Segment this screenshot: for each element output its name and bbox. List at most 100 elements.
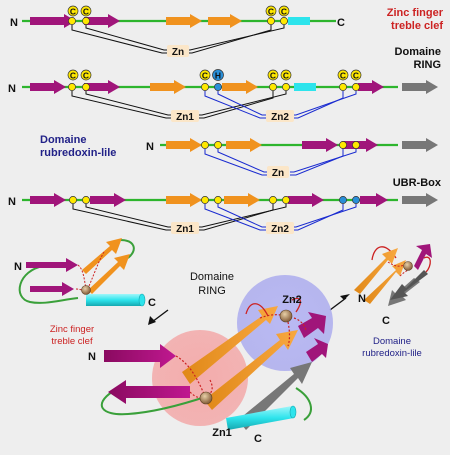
- strand-arrow: [166, 138, 202, 152]
- helix-arrow: [360, 193, 388, 207]
- strand-arrow: [150, 80, 186, 94]
- helix-arrow: [90, 193, 126, 207]
- cys-label: C: [281, 7, 287, 17]
- his-marker: [352, 196, 360, 204]
- structure-title: Domaine: [373, 336, 411, 347]
- helix-arrow: [342, 138, 378, 152]
- helix-arrow: [30, 193, 66, 207]
- helix-arrow: [84, 14, 120, 28]
- structure-title: Domaine: [190, 271, 234, 283]
- cys-label: C: [70, 71, 76, 81]
- ligand-bond: [293, 317, 307, 331]
- strand-arrow: [208, 14, 242, 28]
- ligand-bond: [189, 391, 205, 399]
- row-title: Zinc finger: [387, 7, 444, 19]
- strand-arrow: [204, 330, 298, 410]
- c-terminus-label: C: [382, 315, 390, 327]
- zn-site-label: Zn: [172, 47, 184, 58]
- helix-arrow: [302, 138, 338, 152]
- strand-arrow: [354, 248, 398, 294]
- cys-ligand-group: C C C H C C C C: [67, 69, 362, 91]
- helix-arrow: [26, 258, 78, 272]
- row-ring: N C C C H C C C: [8, 46, 441, 123]
- helix-cylinder: [86, 293, 146, 307]
- zn-site-box: [167, 45, 189, 57]
- row-ubr-box: N Zn1: [8, 177, 442, 235]
- zn-pair-lines: [204, 149, 357, 176]
- helix-arrow: [108, 380, 190, 404]
- n-terminus-label: N: [146, 141, 154, 153]
- helix-arrow: [414, 244, 432, 270]
- pointer-arrows: [148, 294, 350, 325]
- zinc-ion: [279, 309, 293, 323]
- row-title: Domaine: [395, 46, 441, 58]
- cys-label: C: [202, 71, 208, 81]
- row-treble-clef: N C C C C C Zn Zinc finger: [10, 5, 444, 58]
- cys-label: C: [83, 7, 89, 17]
- cys-label: C: [270, 71, 276, 81]
- n-terminus-label: N: [8, 83, 16, 95]
- helix-arrow: [298, 312, 326, 338]
- zn2-pair-lines: [204, 91, 357, 119]
- zn-site-box: [171, 110, 199, 122]
- strand-arrow: [226, 138, 262, 152]
- his-marker: [339, 196, 347, 204]
- row-rubredoxin: N Zn Domaine rubredoxin-lile: [40, 134, 438, 179]
- helix-segment: [288, 17, 310, 25]
- helix-arrow: [104, 344, 176, 368]
- loop-green: [119, 239, 135, 259]
- structure-title: treble clef: [51, 336, 93, 347]
- zn-site-label: Zn: [272, 168, 284, 179]
- n-terminus-label: N: [8, 196, 16, 208]
- gray-arrow: [402, 138, 438, 152]
- loop-red: [291, 297, 301, 313]
- cys-ligand-group: [69, 196, 360, 204]
- loop-red: [245, 303, 269, 317]
- gray-arrow: [402, 80, 438, 94]
- helix-arrow: [30, 14, 76, 28]
- row-title: RING: [414, 59, 442, 71]
- ligand-bond: [399, 267, 413, 277]
- loop-green: [18, 265, 79, 304]
- strand-arrow: [166, 193, 202, 207]
- his-marker: [212, 69, 224, 81]
- cys-label: C: [70, 7, 76, 17]
- cys-ligand-group: [201, 141, 360, 149]
- cys-label: C: [83, 71, 89, 81]
- cys-label: C: [340, 71, 346, 81]
- row-title: UBR-Box: [393, 177, 442, 189]
- helix-arrow: [306, 338, 328, 362]
- structure-ring: N C Zn1 Zn2 Domaine RING: [88, 271, 333, 445]
- helix-arrow: [288, 193, 324, 207]
- zn-site-box: [266, 222, 294, 234]
- c-terminus-label: C: [254, 433, 262, 445]
- strand-arrow: [182, 306, 278, 384]
- strand-arrow: [364, 260, 406, 304]
- n-terminus-label: N: [358, 293, 366, 305]
- zn-site-label: Zn1: [176, 224, 194, 235]
- structure-title: rubredoxin-lile: [362, 348, 422, 359]
- loop-red: [423, 256, 431, 273]
- zn-site-box: [171, 222, 199, 234]
- zn-site-label: Zn2: [271, 112, 289, 123]
- zn-site-box: [266, 110, 294, 122]
- structure-title: RING: [198, 285, 226, 297]
- strand-arrow: [222, 80, 258, 94]
- structure-title: Zinc finger: [50, 324, 94, 335]
- gray-arrow: [402, 193, 438, 207]
- his-label: H: [215, 71, 221, 81]
- zn-site-label: Zn1: [176, 112, 194, 123]
- cys-label: C: [353, 71, 359, 81]
- strand-arrow: [88, 254, 130, 294]
- cys-label: C: [283, 71, 289, 81]
- c-terminus-label: C: [148, 297, 156, 309]
- row-title: treble clef: [391, 20, 443, 32]
- helix-arrow: [30, 80, 66, 94]
- n-terminus-label: N: [88, 351, 96, 363]
- zn2-highlight: [237, 275, 333, 371]
- cys-ligand-group: C C C C: [67, 5, 290, 25]
- zinc-ion: [403, 261, 413, 271]
- n-terminus-label: N: [10, 17, 18, 29]
- helix-arrow: [358, 80, 384, 94]
